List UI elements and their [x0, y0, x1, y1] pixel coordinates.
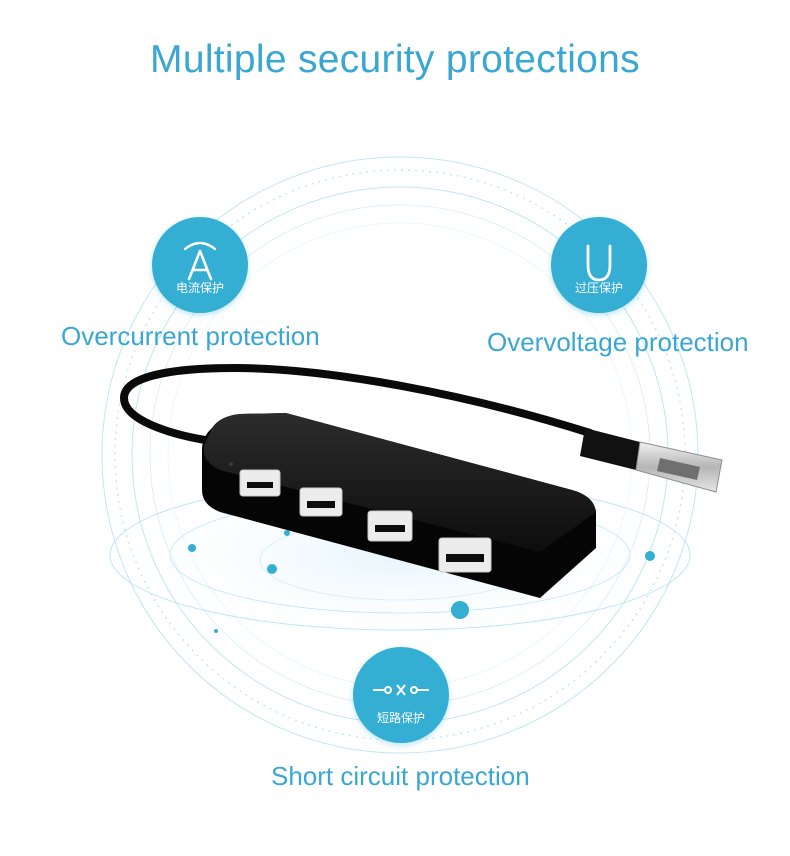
overcurrent-label: Overcurrent protection	[61, 321, 320, 351]
usb-port-2	[299, 487, 343, 517]
badge-cn-label: 电流保护	[175, 281, 224, 295]
usb-port-1	[239, 469, 281, 497]
overcurrent-badge: 电流保护	[152, 217, 248, 313]
usb-plug	[580, 428, 723, 493]
overvoltage-badge: 过压保护	[551, 217, 647, 313]
badge-cn-label: 过压保护	[574, 281, 623, 295]
short-circuit-label: Short circuit protection	[271, 761, 530, 791]
badge-cn-label: 短路保护	[376, 711, 425, 725]
usb-hub-body	[202, 413, 597, 598]
usb-cable	[119, 363, 594, 444]
voltage-icon	[586, 244, 612, 282]
usb-port-3	[367, 510, 413, 542]
circuit-break-icon	[373, 684, 429, 696]
usb-ports	[239, 469, 492, 573]
overvoltage-label: Overvoltage protection	[487, 327, 749, 357]
page-title: Multiple security protections	[150, 38, 640, 81]
short-circuit-badge: 短路保护	[353, 647, 449, 743]
usb-port-4	[438, 537, 492, 573]
ammeter-icon	[183, 241, 217, 281]
